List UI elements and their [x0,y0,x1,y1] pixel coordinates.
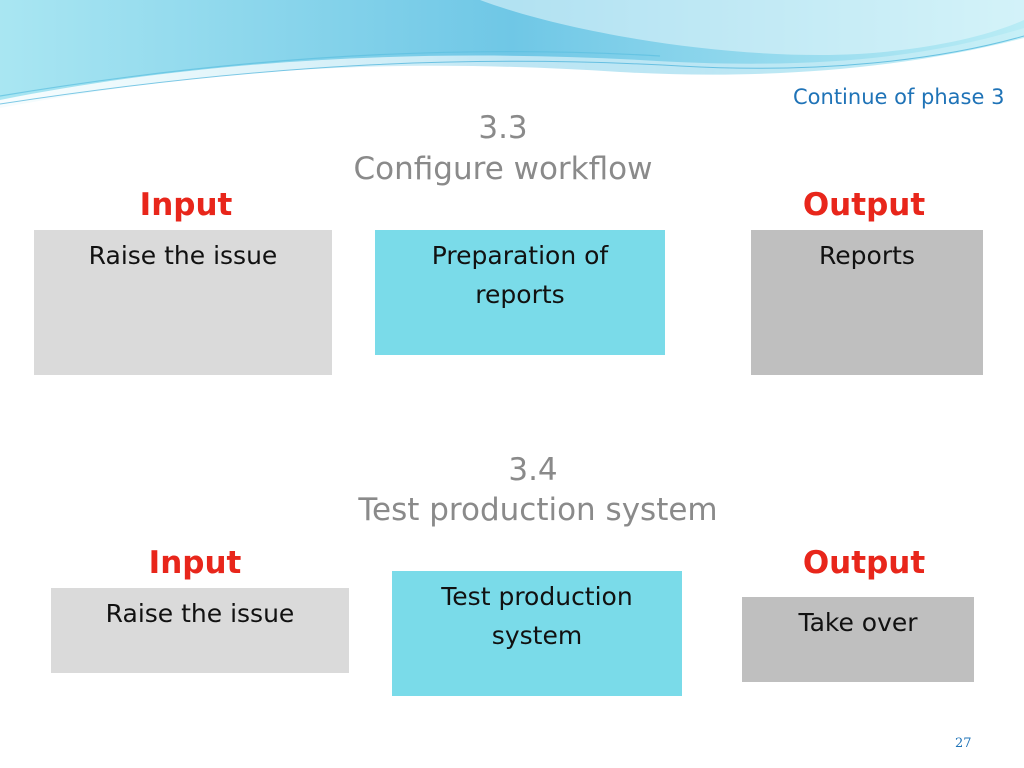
section-3-3-input-label: Input [139,187,233,223]
section-3-3-title: Configure workflow [353,151,653,187]
section-3-4-process-box: Test production system [392,571,682,696]
section-3-4-process-text-line1: Test production [441,582,633,611]
section-3-3-process-text-line2: reports [475,280,565,309]
section-3-4-title: Test production system [358,492,718,528]
section-3-3-process-box: Preparation of reports [375,230,665,355]
section-3-4-output-text: Take over [798,608,918,637]
page-number: 27 [955,736,972,751]
section-3-3-output-text: Reports [819,241,915,270]
section-3-4-input-label: Input [148,545,242,581]
section-3-3-input-box: Raise the issue [34,230,332,375]
section-3-4-input-box: Raise the issue [51,588,349,673]
section-3-4-process-text-line2: system [491,621,583,650]
section-3-4-output-label: Output [802,545,926,581]
section-3-3-number: 3.3 [478,110,528,146]
section-3-3-output-box: Reports [751,230,983,375]
section-3-4-output-box: Take over [742,597,974,682]
section-3-4-input-text: Raise the issue [105,599,295,628]
slide-subtitle: Continue of phase 3 [793,85,1005,109]
section-3-3-output-label: Output [802,187,926,223]
section-3-3-input-text: Raise the issue [88,241,278,270]
section-3-3-process-text-line1: Preparation of [431,241,609,270]
header-wave-decoration [0,0,1024,112]
section-3-4-number: 3.4 [508,452,558,488]
